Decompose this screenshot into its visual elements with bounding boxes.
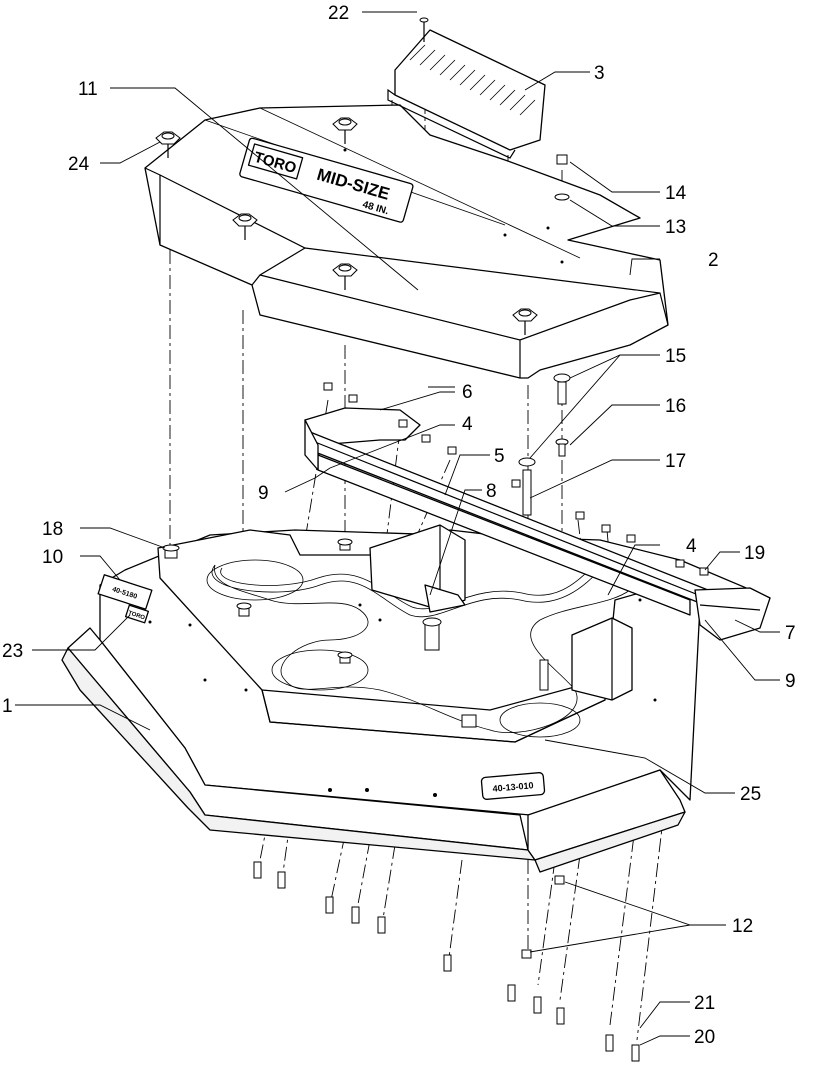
hardware-fasteners xyxy=(253,154,709,1062)
callout-7: 7 xyxy=(785,623,796,644)
callout-12: 12 xyxy=(732,916,753,937)
small-label-23: TORO xyxy=(124,604,150,624)
callout-1: 1 xyxy=(2,696,13,717)
callout-16: 16 xyxy=(665,396,686,417)
callout-18: 18 xyxy=(42,519,63,540)
callout-8: 8 xyxy=(486,481,497,502)
callout-17: 17 xyxy=(665,451,686,472)
callout-leaders xyxy=(15,11,780,1046)
brand-decal-part-11: TORO MID-SIZE 48 IN. xyxy=(239,137,414,223)
callout-23: 23 xyxy=(2,641,23,662)
svg-text:40-13-010: 40-13-010 xyxy=(492,780,534,794)
part-number-decal: 40-13-010 xyxy=(480,772,546,800)
callout-20: 20 xyxy=(694,1027,715,1048)
callout-10: 10 xyxy=(42,547,63,568)
callout-4-upper: 4 xyxy=(462,414,473,435)
callout-24: 24 xyxy=(68,154,90,175)
callout-9-upper: 9 xyxy=(258,483,269,504)
callout-numbers: 22 3 11 24 14 13 2 15 6 4 16 5 17 9 8 18… xyxy=(2,3,796,1048)
discharge-guard-part-3 xyxy=(387,17,546,159)
callout-22: 22 xyxy=(328,3,349,24)
callout-15: 15 xyxy=(665,346,686,367)
mower-deck-part-1: 40-13-010 40-5180 TORO xyxy=(61,524,771,873)
callout-25: 25 xyxy=(740,784,761,805)
callout-3: 3 xyxy=(594,63,605,84)
callout-6: 6 xyxy=(462,382,473,403)
callout-21: 21 xyxy=(694,993,715,1014)
callout-13: 13 xyxy=(665,217,686,238)
baffle-rail-assembly xyxy=(304,407,771,641)
small-label-10: 40-5180 xyxy=(97,574,153,610)
callout-5: 5 xyxy=(494,446,505,467)
callout-14: 14 xyxy=(665,183,687,204)
knobs-part-24 xyxy=(155,117,538,335)
callout-2: 2 xyxy=(708,250,719,271)
callout-11: 11 xyxy=(78,79,98,100)
belt-cover-part-2: TORO MID-SIZE 48 IN. xyxy=(144,104,669,379)
callout-9-lower: 9 xyxy=(785,671,796,692)
svg-text:TORO: TORO xyxy=(127,610,146,621)
callout-19: 19 xyxy=(744,543,765,564)
callout-4-lower: 4 xyxy=(686,536,697,557)
